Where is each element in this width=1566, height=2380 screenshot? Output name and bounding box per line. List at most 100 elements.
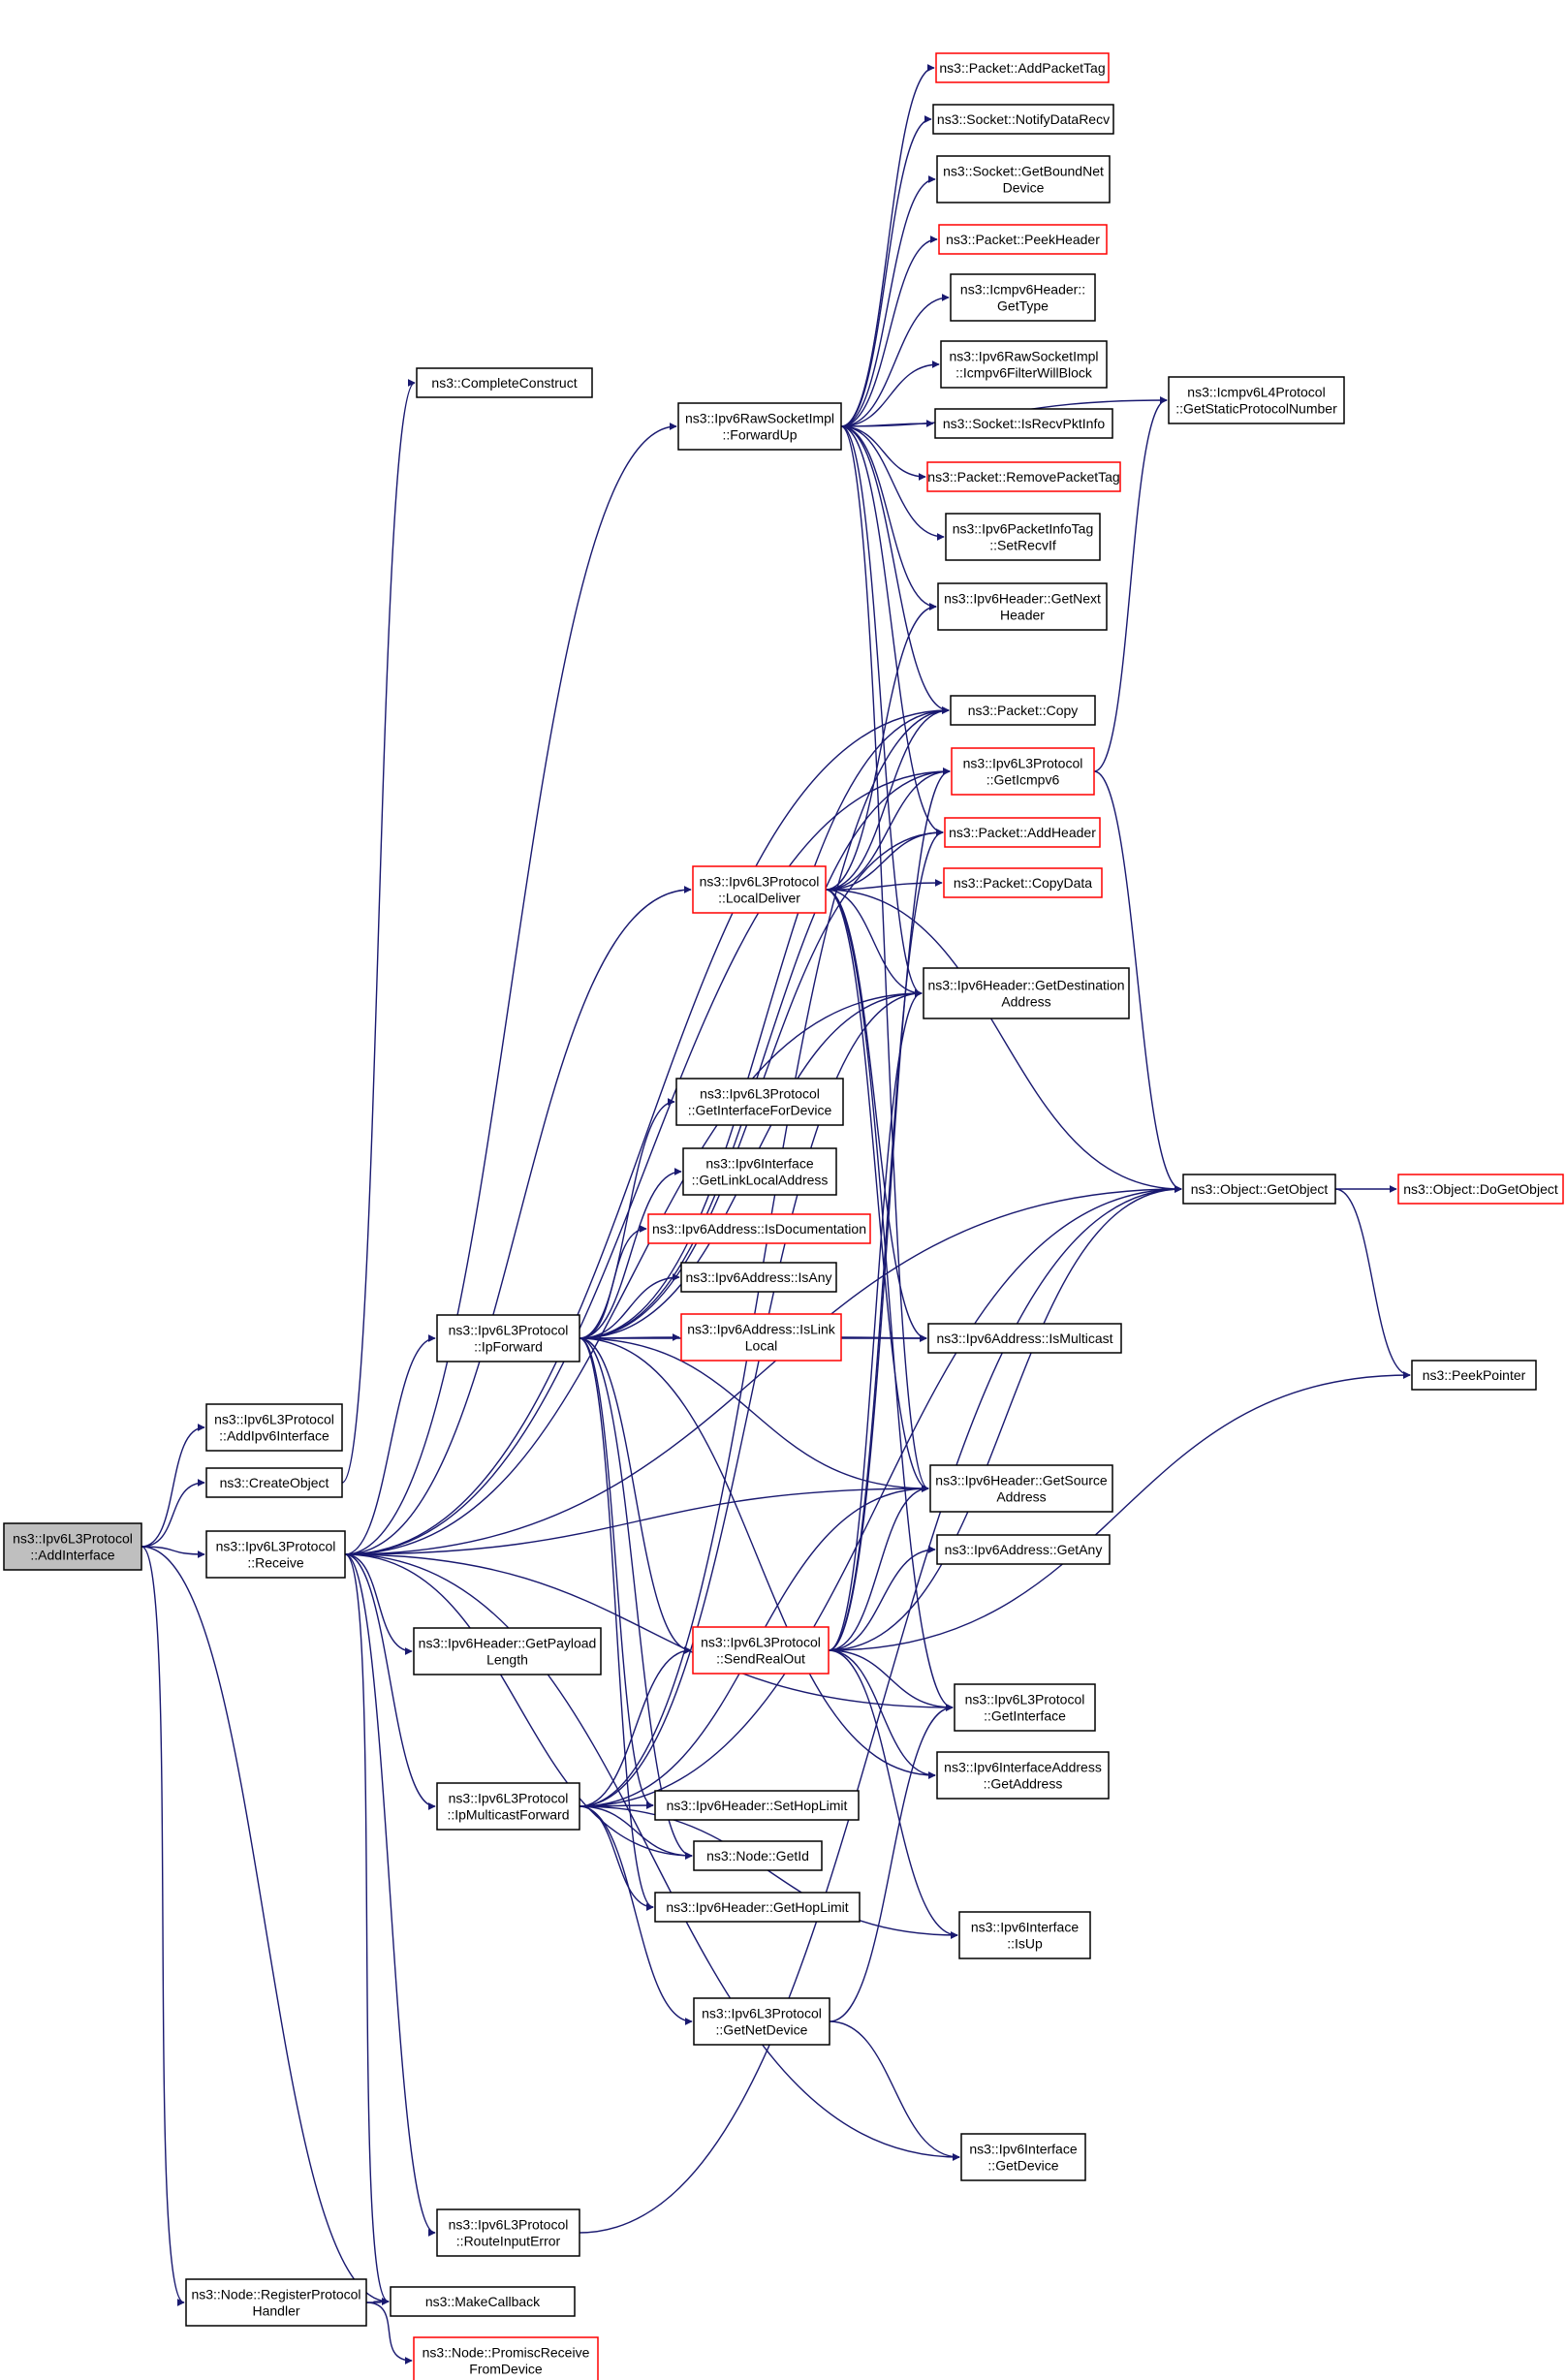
edge-receive-to-getIcmpv6 (344, 767, 951, 1555)
node-removePacketTag[interactable]: ns3::Packet::RemovePacketTag (926, 461, 1121, 492)
edge-forwardUp-to-getSourceAddress (840, 425, 929, 1492)
node-isMulticast[interactable]: ns3::Ipv6Address::IsMulticast (927, 1323, 1122, 1354)
edge-getIcmpv6-to-getObject (1093, 770, 1182, 1193)
node-peekHeader[interactable]: ns3::Packet::PeekHeader (938, 224, 1108, 255)
node-label: ns3::Node::RegisterProtocol (191, 2287, 360, 2302)
node-getStaticProtocolNumber[interactable]: ns3::Icmpv6L4Protocol::GetStaticProtocol… (1168, 376, 1345, 424)
edge-receive-to-nodeGetId (344, 1553, 693, 1860)
node-box (677, 402, 842, 451)
node-box (1411, 1360, 1537, 1391)
node-box (950, 273, 1096, 322)
node-box (185, 2278, 367, 2327)
edge-localDeliver-to-getSourceAddress (825, 889, 929, 1492)
node-label: ns3::Icmpv6L4Protocol (1187, 385, 1325, 400)
nodes-layer: ns3::Ipv6L3Protocol::AddInterfacens3::Ip… (3, 52, 1564, 2380)
node-localDeliver[interactable]: ns3::Ipv6L3Protocol::LocalDeliver (692, 865, 827, 914)
node-label: ns3::Ipv6Header::GetHopLimit (666, 1899, 848, 1915)
node-isDocumentation[interactable]: ns3::Ipv6Address::IsDocumentation (647, 1213, 871, 1244)
node-label: ns3::Node::PromiscReceive (423, 2345, 590, 2361)
node-icmpFilterWillBlock[interactable]: ns3::Ipv6RawSocketImpl::Icmpv6FilterWill… (940, 340, 1108, 389)
edge-ipMulticastForward-to-packetCopy (579, 706, 950, 1807)
node-label: ns3::Ipv6L3Protocol (702, 2006, 822, 2021)
node-icmpGetType[interactable]: ns3::Icmpv6Header::GetType (950, 273, 1096, 322)
node-box (692, 865, 827, 914)
node-getInterface[interactable]: ns3::Ipv6L3Protocol::GetInterface (954, 1683, 1096, 1732)
edge-createObject-to-completeConstruct (341, 379, 416, 1484)
node-label: ns3::PeekPointer (1423, 1367, 1526, 1383)
edge-ipMulticastForward-to-sendRealOut (579, 1646, 692, 1807)
node-getInterfaceForDevice[interactable]: ns3::Ipv6L3Protocol::GetInterfaceForDevi… (675, 1078, 844, 1126)
node-box (1168, 376, 1345, 424)
node-completeConstruct[interactable]: ns3::CompleteConstruct (416, 367, 593, 398)
node-label: ::SetRecvIf (989, 538, 1056, 553)
node-box (1397, 1174, 1564, 1205)
node-addPacketTag[interactable]: ns3::Packet::AddPacketTag (935, 52, 1110, 83)
node-packetCopy[interactable]: ns3::Packet::Copy (950, 695, 1096, 726)
node-label: ns3::Ipv6Address::IsMulticast (936, 1331, 1112, 1346)
node-getAny[interactable]: ns3::Ipv6Address::GetAny (936, 1534, 1111, 1565)
node-setRecvIf[interactable]: ns3::Ipv6PacketInfoTag::SetRecvIf (945, 513, 1101, 561)
node-getObject[interactable]: ns3::Object::GetObject (1182, 1174, 1336, 1205)
node-makeCallback[interactable]: ns3::MakeCallback (390, 2286, 576, 2317)
node-copyData[interactable]: ns3::Packet::CopyData (943, 867, 1103, 898)
node-box (937, 582, 1108, 631)
node-doGetObject[interactable]: ns3::Object::DoGetObject (1397, 1174, 1564, 1205)
node-addIpv6Interface[interactable]: ns3::Ipv6L3Protocol::AddIpv6Interface (205, 1403, 343, 1452)
node-setHopLimit[interactable]: ns3::Ipv6Header::SetHopLimit (654, 1790, 860, 1821)
node-box (951, 747, 1095, 796)
edge-receive-to-getDevice (344, 1553, 960, 2161)
node-label: ns3::Object::GetObject (1191, 1181, 1329, 1197)
node-box (680, 1262, 837, 1293)
node-label: ns3::Ipv6Header::GetNext (944, 591, 1101, 607)
node-getIcmpv6[interactable]: ns3::Ipv6L3Protocol::GetIcmpv6 (951, 747, 1095, 796)
node-label: Device (1003, 180, 1045, 196)
node-label: Local (745, 1338, 777, 1354)
edge-getObject-to-peekPointer (1334, 1188, 1411, 1379)
node-box (960, 2133, 1086, 2181)
node-box (675, 1078, 844, 1126)
edge-getIcmpv6-to-getStaticProtocolNumber (1093, 396, 1168, 772)
node-getNetDevice[interactable]: ns3::Ipv6L3Protocol::GetNetDevice (693, 1997, 830, 2046)
node-getLinkLocalAddress[interactable]: ns3::Ipv6Interface::GetLinkLocalAddress (682, 1147, 837, 1196)
node-isUp[interactable]: ns3::Ipv6Interface::IsUp (958, 1911, 1091, 1959)
node-routeInputError[interactable]: ns3::Ipv6L3Protocol::RouteInputError (436, 2208, 580, 2257)
node-addHeader[interactable]: ns3::Packet::AddHeader (944, 817, 1101, 848)
edge-localDeliver-to-getIcmpv6 (825, 767, 951, 891)
node-box (929, 1464, 1113, 1513)
node-sendRealOut[interactable]: ns3::Ipv6L3Protocol::SendRealOut (692, 1626, 830, 1675)
node-getDevice[interactable]: ns3::Ipv6Interface::GetDevice (960, 2133, 1086, 2181)
node-ipMulticastForward[interactable]: ns3::Ipv6L3Protocol::IpMulticastForward (436, 1782, 580, 1831)
node-notifyDataRecv[interactable]: ns3::Socket::NotifyDataRecv (932, 104, 1114, 135)
node-isRecvPktInfo[interactable]: ns3::Socket::IsRecvPktInfo (934, 408, 1113, 439)
node-isAny[interactable]: ns3::Ipv6Address::IsAny (680, 1262, 837, 1293)
node-receive[interactable]: ns3::Ipv6L3Protocol::Receive (205, 1530, 346, 1579)
node-peekPointer[interactable]: ns3::PeekPointer (1411, 1360, 1537, 1391)
node-ifaceAddrGetAddress[interactable]: ns3::Ipv6InterfaceAddress::GetAddress (936, 1751, 1110, 1800)
node-label: ns3::Packet::AddHeader (949, 825, 1096, 840)
node-label: ns3::Ipv6L3Protocol (214, 1412, 334, 1427)
node-ipForward[interactable]: ns3::Ipv6L3Protocol::IpForward (436, 1314, 580, 1362)
node-box (682, 1147, 837, 1196)
node-createObject[interactable]: ns3::CreateObject (205, 1467, 343, 1498)
edge-forwardUp-to-getBoundNetDevice (840, 175, 936, 427)
node-forwardUp[interactable]: ns3::Ipv6RawSocketImpl::ForwardUp (677, 402, 842, 451)
node-root[interactable]: ns3::Ipv6L3Protocol::AddInterface (3, 1522, 142, 1571)
node-label: ns3::Ipv6PacketInfoTag (953, 521, 1094, 537)
node-getHopLimit[interactable]: ns3::Ipv6Header::GetHopLimit (654, 1892, 861, 1923)
node-box (936, 1751, 1110, 1800)
edge-sendRealOut-to-peekPointer (828, 1371, 1411, 1651)
node-nodeGetId[interactable]: ns3::Node::GetId (693, 1840, 823, 1871)
node-box (693, 1840, 823, 1871)
node-label: ns3::Packet::RemovePacketTag (927, 469, 1119, 485)
node-label: ns3::Ipv6L3Protocol (700, 1086, 820, 1102)
edge-forwardUp-to-icmpFilterWillBlock (840, 360, 940, 427)
node-label: ns3::Ipv6L3Protocol (216, 1539, 336, 1554)
